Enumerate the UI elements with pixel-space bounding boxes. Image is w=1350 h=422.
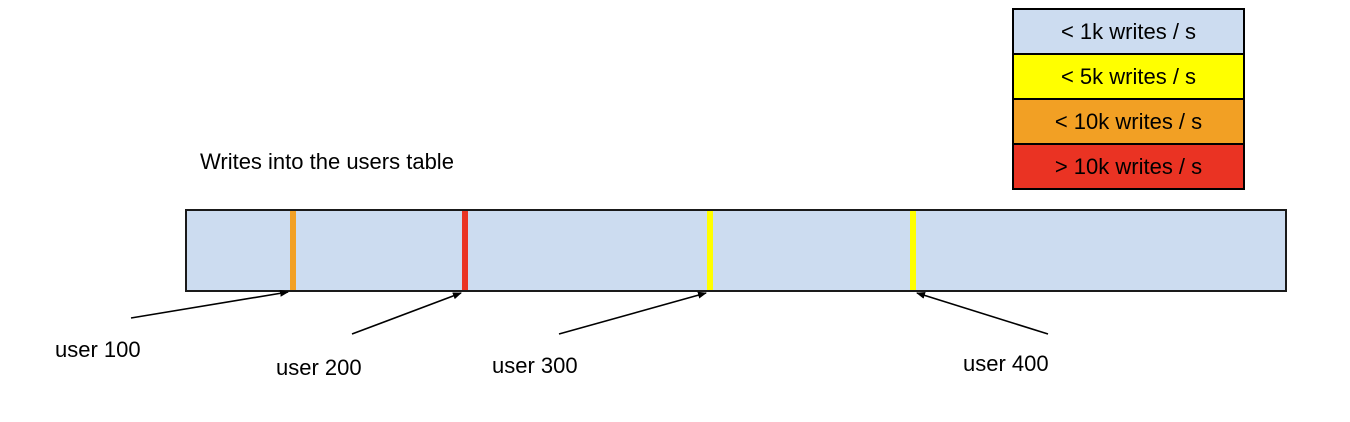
arrow-user-100 (130, 289, 289, 319)
users-table-bar (185, 209, 1287, 292)
legend-item-label: < 10k writes / s (1054, 108, 1203, 134)
diagram-title: Writes into the users table (200, 149, 454, 174)
user-400-label: user 400 (963, 351, 1049, 376)
legend-item-under-1k: < 1k writes / s (1012, 8, 1245, 55)
arrow-user-300 (558, 291, 707, 335)
hotspot-stripe-user-100 (290, 211, 296, 290)
user-100-label: user 100 (55, 337, 141, 362)
legend-item-label: > 10k writes / s (1054, 153, 1203, 179)
legend-item-under-5k: < 5k writes / s (1012, 53, 1245, 100)
legend-item-label: < 1k writes / s (1060, 18, 1197, 44)
user-300-label: user 300 (492, 353, 578, 378)
arrow-user-400 (916, 292, 1049, 335)
legend-item-under-10k: < 10k writes / s (1012, 98, 1245, 145)
user-200-label: user 200 (276, 355, 362, 380)
legend: < 1k writes / s < 5k writes / s < 10k wr… (1012, 8, 1245, 190)
legend-item-label: < 5k writes / s (1060, 63, 1197, 89)
hotspot-stripe-user-300 (707, 211, 713, 290)
hotspot-stripe-user-400 (910, 211, 916, 290)
arrow-user-200 (351, 292, 462, 335)
legend-item-over-10k: > 10k writes / s (1012, 143, 1245, 190)
hotspot-stripe-user-200 (462, 211, 468, 290)
